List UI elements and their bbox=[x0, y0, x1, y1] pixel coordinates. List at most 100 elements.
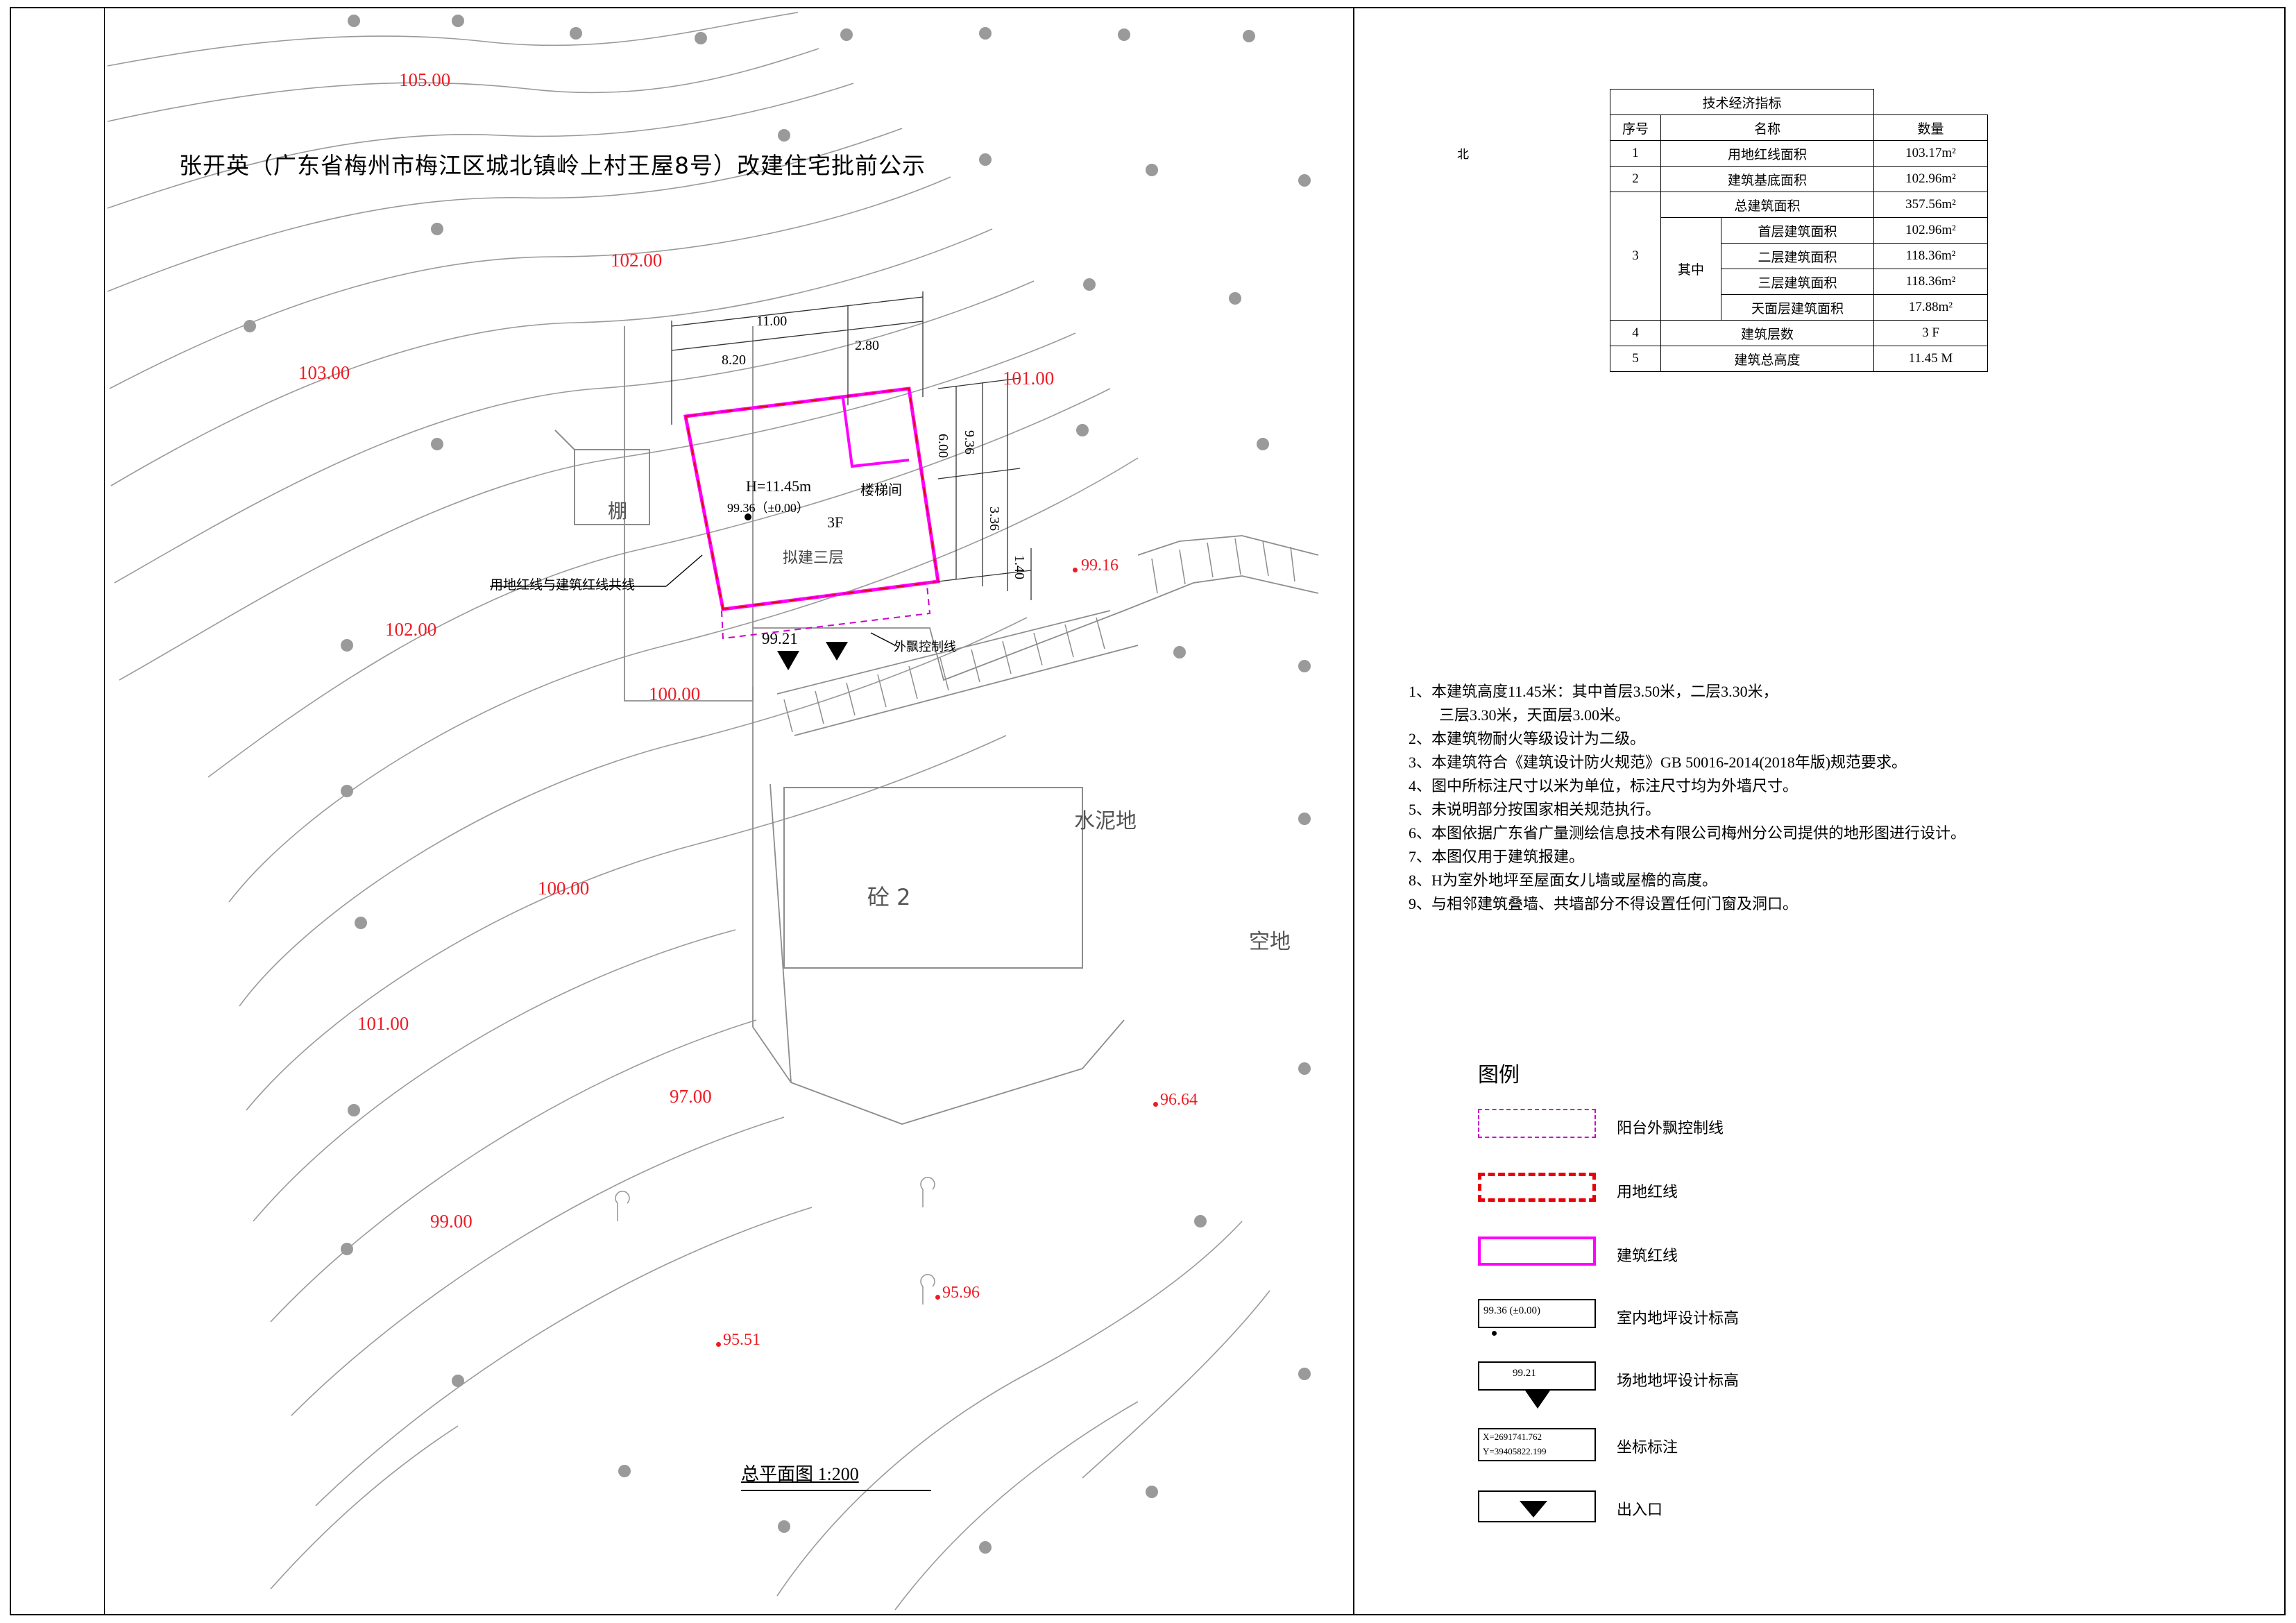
floors-label: 3F bbox=[827, 513, 844, 531]
north-label: 北 bbox=[1457, 148, 1469, 162]
spot-elevation: 96.64 bbox=[1160, 1091, 1198, 1109]
stair-room-label: 楼梯间 bbox=[860, 482, 902, 498]
site-label-concrete2: 砼 2 bbox=[867, 884, 911, 910]
dim-top-right: 2.80 bbox=[855, 338, 879, 353]
dim-right-c: 3.36 bbox=[987, 507, 1002, 531]
contour-label: 103.00 bbox=[298, 362, 350, 383]
table-cell-value: 102.96m² bbox=[1873, 166, 1988, 192]
building-height-label: H=11.45m bbox=[746, 477, 812, 495]
site-plan-graphics bbox=[107, 12, 1319, 1611]
legend-label: 建筑红线 bbox=[1617, 1247, 1678, 1264]
sheet-divider bbox=[1353, 7, 1354, 1615]
table-cell-value: 118.36m² bbox=[1873, 243, 1988, 269]
notes-block: 1、本建筑高度11.45米：其中首层3.50米，二层3.30米， 三层3.30米… bbox=[1409, 680, 2241, 916]
legend-label: 出入口 bbox=[1617, 1501, 1663, 1518]
site-label-open-space: 空地 bbox=[1249, 930, 1291, 954]
table-header-no: 序号 bbox=[1610, 114, 1661, 141]
contour-label: 101.00 bbox=[357, 1013, 409, 1034]
legend-label: 用地红线 bbox=[1617, 1183, 1678, 1200]
table-cell-no: 5 bbox=[1610, 346, 1661, 372]
note-line: 1、本建筑高度11.45米：其中首层3.50米，二层3.30米， bbox=[1409, 683, 1778, 700]
balcony-control-note: 外飘控制线 bbox=[894, 640, 956, 654]
note-line: 8、H为室外地坪至屋面女儿墙或屋檐的高度。 bbox=[1409, 872, 1717, 889]
table-cell-name: 建筑层数 bbox=[1660, 320, 1874, 346]
table-cell-name: 建筑总高度 bbox=[1660, 346, 1874, 372]
contour-label: 105.00 bbox=[399, 69, 451, 90]
table-cell-no: 2 bbox=[1610, 166, 1661, 192]
legend-swatch-site-elevation: 99.21 bbox=[1478, 1361, 1596, 1391]
table-cell-no: 3 bbox=[1610, 192, 1661, 321]
table-cell-value: 103.17m² bbox=[1873, 140, 1988, 167]
legend-swatch-indoor-elevation: 99.36 (±0.00) bbox=[1478, 1299, 1596, 1328]
table-header-value: 数量 bbox=[1873, 114, 1988, 141]
legend-swatch-land-redline bbox=[1478, 1173, 1596, 1202]
legend-label: 室内地坪设计标高 bbox=[1617, 1309, 1740, 1327]
spot-dot bbox=[1073, 568, 1078, 572]
sheet-border bbox=[10, 7, 2286, 1615]
table-cell-sub-label: 其中 bbox=[1660, 217, 1721, 321]
note-line: 7、本图仅用于建筑报建。 bbox=[1409, 848, 1585, 865]
table-cell-value: 11.45 M bbox=[1873, 346, 1988, 372]
table-cell-name: 建筑基底面积 bbox=[1660, 166, 1874, 192]
spot-elevation: 95.51 bbox=[723, 1331, 760, 1349]
contour-label: 100.00 bbox=[649, 683, 701, 704]
table-caption: 技术经济指标 bbox=[1610, 89, 1874, 115]
site-elevation-label: 99.21 bbox=[762, 630, 798, 647]
spot-dot bbox=[935, 1295, 940, 1300]
contour-label: 102.00 bbox=[385, 619, 437, 640]
contour-label: 100.00 bbox=[538, 878, 590, 899]
table-cell-value: 357.56m² bbox=[1873, 192, 1988, 218]
table-cell-value: 17.88m² bbox=[1873, 294, 1988, 321]
legend-sample-coord-y: Y=39405822.199 bbox=[1483, 1446, 1547, 1456]
table-cell-name: 二层建筑面积 bbox=[1721, 243, 1874, 269]
table-cell-value: 118.36m² bbox=[1873, 269, 1988, 295]
legend-sample-indoor-elevation: 99.36 (±0.00) bbox=[1483, 1305, 1540, 1316]
scale-label: 总平面图 1:200 bbox=[741, 1464, 859, 1484]
contour-label: 101.00 bbox=[1003, 368, 1055, 389]
contour-label: 99.00 bbox=[430, 1211, 473, 1232]
dim-right-a: 6.00 bbox=[935, 434, 951, 458]
note-line: 三层3.30米，天面层3.00米。 bbox=[1409, 706, 1631, 724]
spot-dot bbox=[716, 1342, 721, 1347]
table-cell-no: 1 bbox=[1610, 140, 1661, 167]
legend-label: 场地地坪设计标高 bbox=[1617, 1372, 1740, 1389]
spot-dot bbox=[1153, 1102, 1158, 1107]
legend-sample-coord-x: X=2691741.762 bbox=[1483, 1431, 1542, 1442]
legend-swatch-entrance bbox=[1478, 1490, 1596, 1522]
table-cell-name: 总建筑面积 bbox=[1660, 192, 1874, 218]
note-line: 3、本建筑符合《建筑设计防火规范》GB 50016-2014(2018年版)规范… bbox=[1409, 754, 1907, 771]
page-title: 张开英（广东省梅州市梅江区城北镇岭上村王屋8号）改建住宅批前公示 bbox=[179, 152, 926, 179]
contour-label: 102.00 bbox=[611, 250, 663, 271]
table-cell-name: 天面层建筑面积 bbox=[1721, 294, 1874, 321]
note-line: 5、未说明部分按国家相关规范执行。 bbox=[1409, 801, 1661, 818]
left-frame-line bbox=[104, 7, 105, 1615]
table-cell-name: 用地红线面积 bbox=[1660, 140, 1874, 167]
note-line: 2、本建筑物耐火等级设计为二级。 bbox=[1409, 730, 1646, 747]
dim-right-b: 9.36 bbox=[962, 430, 977, 454]
table-header-name: 名称 bbox=[1660, 114, 1874, 141]
legend-swatch-balcony-line bbox=[1478, 1109, 1596, 1138]
table-cell-value: 102.96m² bbox=[1873, 217, 1988, 244]
indoor-elevation-label: 99.36（±0.00） bbox=[727, 501, 809, 515]
table-cell-value: 3 F bbox=[1873, 320, 1988, 346]
site-label-concrete-ground: 水泥地 bbox=[1074, 809, 1137, 833]
legend-label: 阳台外飘控制线 bbox=[1617, 1119, 1724, 1137]
note-line: 4、图中所标注尺寸以米为单位，标注尺寸均为外墙尺寸。 bbox=[1409, 777, 1798, 794]
spot-elevation: 99.16 bbox=[1081, 556, 1119, 575]
site-label-shed: 棚 bbox=[608, 500, 628, 522]
table-cell-name: 首层建筑面积 bbox=[1721, 217, 1874, 244]
contour-label: 97.00 bbox=[670, 1086, 712, 1107]
dim-right-d: 1.40 bbox=[1012, 555, 1027, 579]
legend-swatch-building-redline bbox=[1478, 1237, 1596, 1266]
proposed-building-label: 拟建三层 bbox=[783, 550, 844, 567]
spot-elevation: 95.96 bbox=[942, 1284, 980, 1302]
legend-sample-site-elevation: 99.21 bbox=[1513, 1368, 1536, 1379]
dim-top-left: 8.20 bbox=[722, 352, 746, 368]
legend-title: 图例 bbox=[1478, 1064, 1520, 1087]
dim-top-total: 11.00 bbox=[756, 314, 788, 329]
legend-indoor-elevation-dot bbox=[1492, 1331, 1497, 1336]
technical-index-table: 技术经济指标 序号 名称 数量 1 用地红线面积 103.17m² 2 建筑基底… bbox=[1610, 89, 1988, 372]
note-line: 6、本图依据广东省广量测绘信息技术有限公司梅州分公司提供的地形图进行设计。 bbox=[1409, 824, 1966, 842]
legend-swatch-coordinate: X=2691741.762 Y=39405822.199 bbox=[1478, 1428, 1596, 1461]
